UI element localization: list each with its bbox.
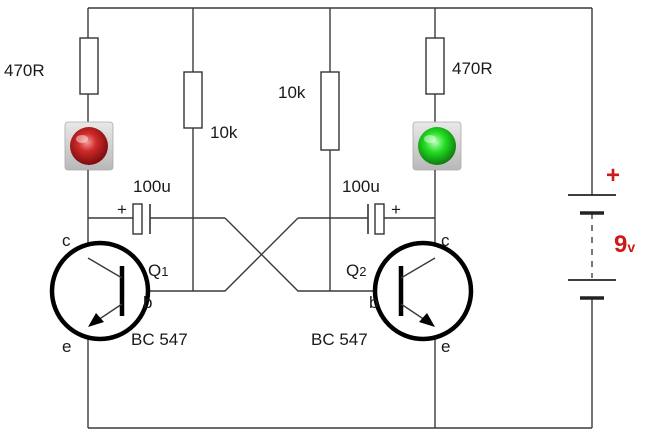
resistor-r3: [320, 71, 340, 151]
transistor-q1: [49, 240, 151, 342]
cross-wire-a: [224, 217, 330, 292]
q1-name: Q1: [148, 261, 168, 280]
resistor-r1-label: 470R: [4, 61, 45, 80]
q2-base-label: b: [369, 293, 378, 312]
capacitor-c1-positive-plate: [132, 203, 143, 235]
transistor-q2: [372, 240, 474, 342]
led-right: [412, 121, 462, 171]
resistor-r1: [79, 37, 99, 95]
q2-part-label: BC 547: [311, 330, 368, 349]
q2-name: Q2: [346, 261, 366, 280]
battery-9v: [568, 194, 616, 300]
q2-collector-label: c: [441, 231, 450, 250]
resistor-r3-label: 10k: [278, 83, 306, 102]
capacitor-c2-label: 100u: [342, 177, 380, 196]
led-left: [64, 121, 114, 171]
q2-emitter-label: e: [441, 337, 450, 356]
capacitor-c1-plus: +: [117, 200, 127, 219]
q1-base-label: b: [143, 293, 152, 312]
capacitor-c2-positive-plate: [374, 203, 385, 235]
resistor-r2: [183, 71, 203, 129]
resistor-r4-label: 470R: [452, 59, 493, 78]
resistor-r4: [425, 37, 445, 95]
resistor-r2-label: 10k: [210, 123, 238, 142]
battery-plus-label: +: [606, 162, 620, 189]
q1-part-label: BC 547: [131, 330, 188, 349]
capacitor-c2-plus: +: [391, 200, 401, 219]
battery-voltage-label: 9v: [614, 231, 635, 258]
q1-emitter-label: e: [62, 337, 71, 356]
q1-collector-label: c: [62, 231, 71, 250]
capacitor-c1-label: 100u: [133, 177, 171, 196]
cross-wire-b: [193, 217, 299, 292]
